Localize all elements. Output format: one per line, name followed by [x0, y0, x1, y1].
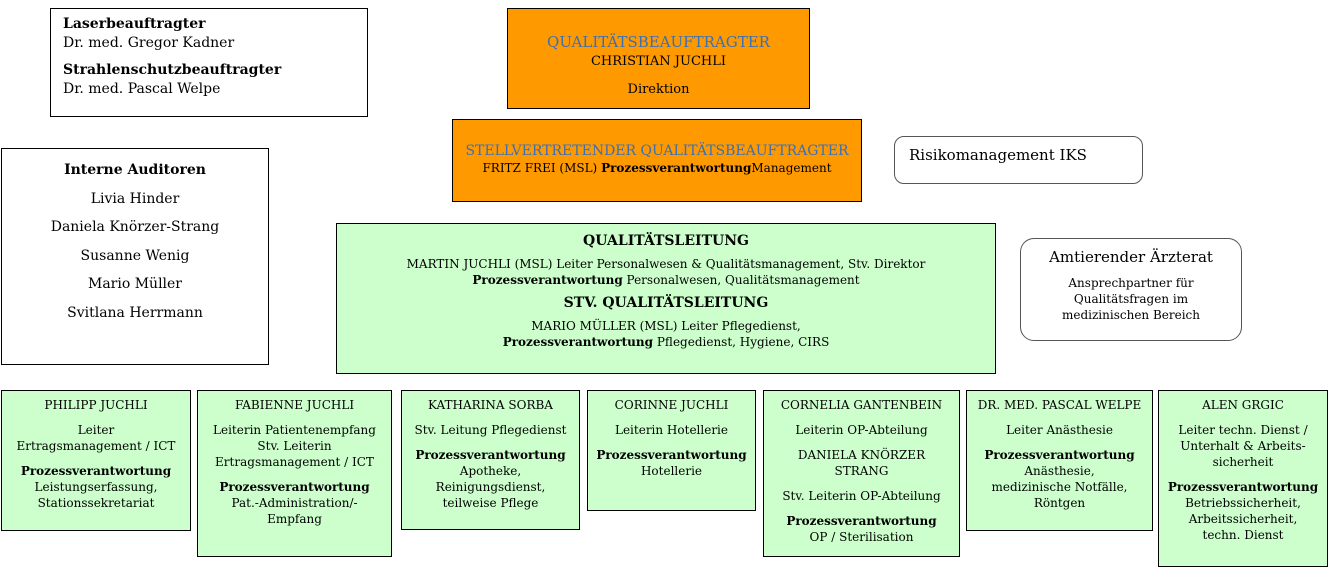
quality-management-box: QUALITÄTSLEITUNG MARTIN JUCHLI (MSL) Lei… [336, 223, 996, 374]
person-role: Leiter techn. Dienst / [1178, 423, 1308, 437]
process-area: Arbeitssicherheit, [1188, 512, 1298, 526]
process-area: Betriebssicherheit, [1185, 496, 1301, 510]
medical-council-line: Ansprechpartner für [1068, 276, 1194, 290]
quality-officer-box: QUALITÄTSBEAUFTRAGTER CHRISTIAN JUCHLI D… [507, 8, 810, 109]
process-area: Empfang [267, 512, 322, 526]
process-area: teilweise Pflege [442, 496, 539, 510]
deputy-quality-officer-title: STELLVERTRETENDER QUALITÄTSBEAUFTRAGTER [465, 143, 849, 159]
process-owner-box: DR. MED. PASCAL WELPE Leiter Anästhesie … [966, 390, 1153, 531]
process-area: OP / Sterilisation [809, 530, 914, 544]
process-label: Prozessverantwortung [1167, 480, 1319, 494]
ql-deputy-process-label: Prozessverantwortung [502, 335, 654, 349]
auditor-name: Mario Müller [87, 276, 182, 292]
process-label: Prozessverantwortung [415, 448, 566, 462]
deputy-quality-officer-box: STELLVERTRETENDER QUALITÄTSBEAUFTRAGTER … [452, 119, 862, 202]
person-role: Stv. Leitung Pflegedienst [414, 423, 567, 437]
ql-deputy-process: Prozessverantwortung Pflegedienst, Hygie… [337, 334, 995, 350]
quality-officer-title: QUALITÄTSBEAUFTRAGTER [547, 33, 770, 51]
deputy-name: FRITZ FREI (MSL) [482, 161, 598, 175]
process-owner-box: ALEN GRGIC Leiter techn. Dienst / Unterh… [1158, 390, 1328, 567]
auditor-name: Svitlana Herrmann [67, 304, 203, 321]
process-label: Prozessverantwortung [984, 448, 1135, 462]
person-name: DANIELA KNÖRZER STRANG [797, 448, 926, 478]
medical-council-box: Amtierender Ärzterat Ansprechpartner für… [1020, 238, 1242, 341]
laser-officer-title: Laserbeauftragter [63, 16, 206, 32]
person-role: Unterhalt & Arbeits- [1180, 439, 1306, 453]
auditor-name: Daniela Knörzer-Strang [50, 219, 220, 235]
deputy-quality-officer-line: FRITZ FREI (MSL) ProzessverantwortungMan… [453, 160, 861, 177]
risk-management-label: Risikomanagement IKS [909, 146, 1087, 164]
person-role: Ertragsmanagement / ICT [215, 455, 374, 469]
person-role: Leiterin Patientenempfang [213, 423, 376, 437]
deputy-quality-management-title: STV. QUALITÄTSLEITUNG [563, 295, 769, 311]
quality-officer-name: CHRISTIAN JUCHLI [590, 54, 727, 69]
auditor-name: Susanne Wenig [80, 247, 190, 264]
person-name: KATHARINA SORBA [428, 398, 553, 412]
process-area: Reinigungsdienst, [435, 480, 546, 494]
person-role: Leiter Anästhesie [1006, 423, 1113, 437]
person-name: PHILIPP JUCHLI [44, 398, 148, 412]
person-role: Stv. Leiterin OP-Abteilung [782, 489, 941, 503]
quality-officer-unit: Direktion [627, 82, 690, 97]
radiation-officer-title: Strahlenschutzbeauftragter [63, 62, 282, 78]
deputy-process-label: Prozessverantwortung [601, 161, 752, 175]
person-role: Leiterin Hotellerie [614, 423, 728, 437]
process-area: Leistungserfassung, [34, 480, 158, 494]
process-area: techn. Dienst [1202, 528, 1284, 542]
process-area: Apotheke, [459, 464, 522, 478]
process-label: Prozessverantwortung [596, 448, 747, 462]
ql-head-line: MARTIN JUCHLI (MSL) Leiter Personalwesen… [406, 257, 926, 271]
deputy-role: Management [751, 161, 832, 175]
ql-process-label: Prozessverantwortung [472, 273, 623, 287]
process-owner-box: FABIENNE JUCHLI Leiterin Patientenempfan… [197, 390, 392, 557]
person-role: Leiter [77, 423, 115, 437]
risk-management-box: Risikomanagement IKS [894, 136, 1143, 184]
process-area: Stationssekretariat [37, 496, 155, 510]
process-area: medizinische Notfälle, [991, 480, 1128, 494]
radiation-officer-name: Dr. med. Pascal Welpe [63, 81, 221, 97]
auditors-title: Interne Auditoren [64, 162, 206, 178]
process-owner-box: PHILIPP JUCHLI Leiter Ertragsmanagement … [1, 390, 191, 531]
ql-deputy-process-areas: Pflegedienst, Hygiene, CIRS [656, 335, 830, 349]
ql-head-process: Prozessverantwortung Personalwesen, Qual… [337, 272, 995, 288]
process-area: Hotellerie [640, 464, 703, 478]
medical-council-title: Amtierender Ärzterat [1049, 248, 1213, 266]
process-label: Prozessverantwortung [219, 480, 370, 494]
person-role: Leiterin OP-Abteilung [795, 423, 928, 437]
person-name: CORNELIA GANTENBEIN [780, 398, 943, 412]
person-role: Ertragsmanagement / ICT [16, 439, 176, 453]
auditor-name: Livia Hinder [90, 190, 180, 207]
process-owner-box: CORNELIA GANTENBEIN Leiterin OP-Abteilun… [763, 390, 960, 557]
medical-council-line: medizinischen Bereich [1061, 308, 1201, 322]
laser-officer-name: Dr. med. Gregor Kadner [63, 35, 235, 51]
process-owner-box: CORINNE JUCHLI Leiterin Hotellerie Proze… [587, 390, 756, 511]
person-role: Stv. Leiterin [257, 439, 332, 453]
process-label: Prozessverantwortung [786, 514, 937, 528]
person-name: FABIENNE JUCHLI [234, 398, 355, 412]
quality-management-title: QUALITÄTSLEITUNG [583, 233, 749, 249]
ql-process-areas: Personalwesen, Qualitätsmanagement [626, 273, 860, 287]
laser-radiation-box: Laserbeauftragter Dr. med. Gregor Kadner… [50, 8, 368, 117]
process-label: Prozessverantwortung [20, 464, 172, 478]
process-area: Röntgen [1033, 496, 1086, 510]
process-area: Pat.-Administration/- [231, 496, 358, 510]
ql-deputy-line: MARIO MÜLLER (MSL) Leiter Pflegedienst, [531, 319, 801, 333]
internal-auditors-box: Interne Auditoren Livia Hinder Daniela K… [1, 148, 269, 365]
person-role: sicherheit [1212, 455, 1274, 469]
process-owner-box: KATHARINA SORBA Stv. Leitung Pflegediens… [401, 390, 580, 530]
person-name: ALEN GRGIC [1202, 398, 1284, 412]
person-name: DR. MED. PASCAL WELPE [977, 398, 1142, 412]
medical-council-line: Qualitätsfragen im [1073, 292, 1189, 306]
process-area: Anästhesie, [1024, 464, 1095, 478]
person-name: CORINNE JUCHLI [614, 398, 729, 412]
